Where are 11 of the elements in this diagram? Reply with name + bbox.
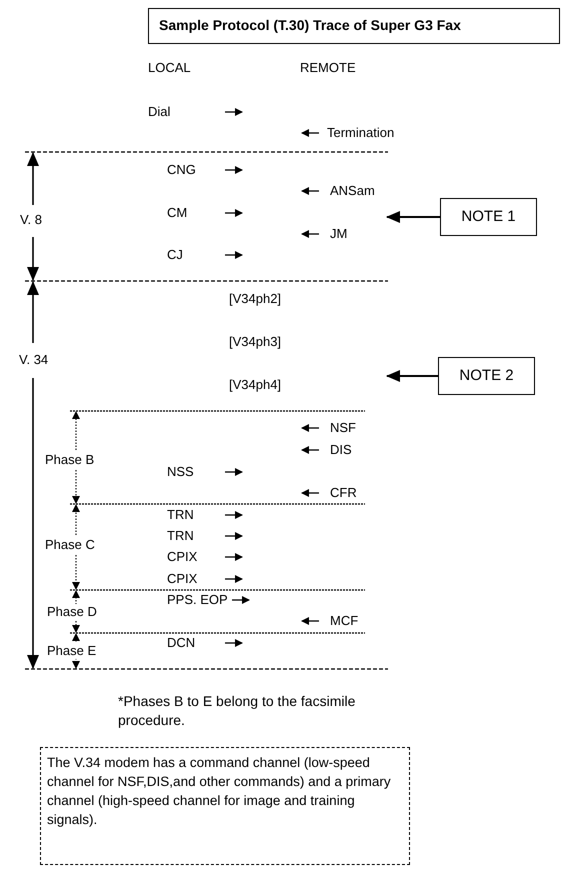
arrow (386, 211, 440, 223)
note-box: NOTE 1 (440, 198, 537, 236)
signal-name: [V34ph3] (229, 334, 282, 350)
phase-label: Phase D (47, 604, 97, 620)
signal-name: [V34ph2] (229, 291, 282, 307)
phase-label: Phase E (47, 643, 96, 659)
note-box: The V.34 modem has a command channel (low-speed channel for NSF,DIS,and other commands) and a primary channel (high-speed channel for image and training signals). (40, 747, 410, 865)
note-box: NOTE 2 (438, 357, 535, 395)
title-box: Sample Protocol (T.30) Trace of Super G3 Fax (148, 8, 560, 44)
arrow (386, 370, 438, 382)
signal-name: [V34ph4] (229, 377, 282, 393)
